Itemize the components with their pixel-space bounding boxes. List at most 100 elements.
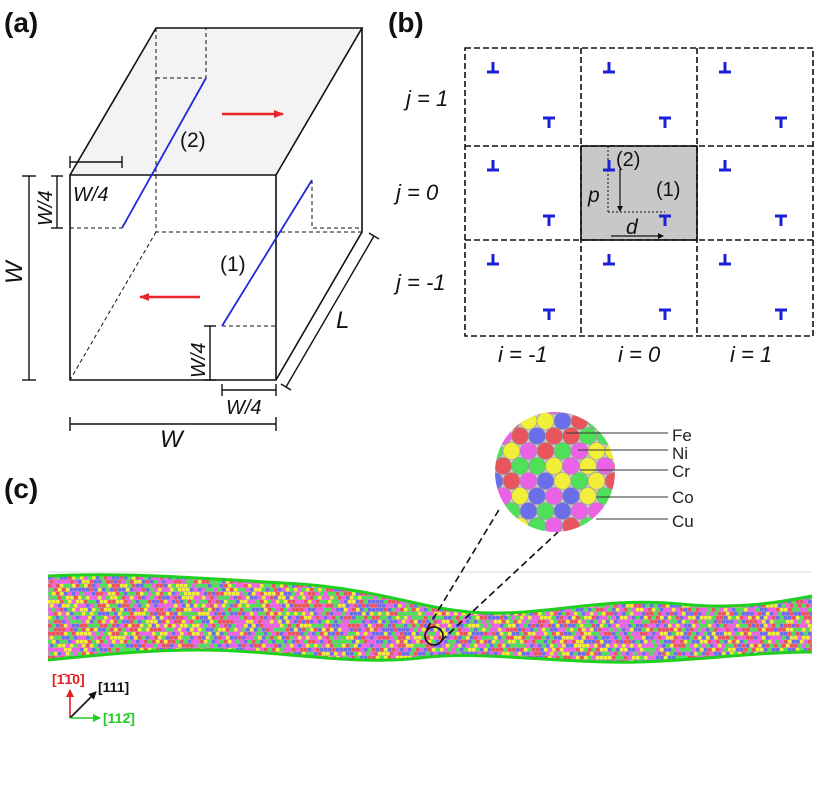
col-label-i0: i = 0 bbox=[618, 342, 661, 367]
atom bbox=[495, 518, 512, 535]
atom bbox=[563, 458, 580, 475]
atom bbox=[537, 443, 554, 460]
atom bbox=[597, 428, 614, 445]
atom bbox=[537, 413, 554, 430]
atom bbox=[580, 398, 597, 415]
crystal-axes bbox=[70, 690, 100, 718]
atom bbox=[563, 428, 580, 445]
atom bbox=[495, 458, 512, 475]
dislocation-symbol-lower bbox=[775, 118, 787, 128]
atom bbox=[597, 518, 614, 535]
atom bbox=[486, 503, 503, 520]
dislocation-symbol-lower bbox=[659, 310, 671, 320]
atom bbox=[512, 458, 529, 475]
atom bbox=[554, 443, 571, 460]
atom bbox=[478, 398, 495, 415]
atom bbox=[563, 518, 580, 535]
atom bbox=[478, 458, 495, 475]
atom bbox=[478, 428, 495, 445]
dislocation-symbol-upper bbox=[719, 160, 731, 170]
panel-label-b: (b) bbox=[388, 7, 424, 38]
atom bbox=[503, 413, 520, 430]
panel-label-c: (c) bbox=[4, 473, 38, 504]
atom bbox=[529, 518, 546, 535]
atom bbox=[512, 518, 529, 535]
atom bbox=[503, 443, 520, 460]
dislocation-symbol-lower bbox=[543, 216, 555, 226]
atom bbox=[597, 458, 614, 475]
width-label: W bbox=[1, 259, 28, 284]
dislocation-symbol-upper bbox=[603, 62, 615, 72]
atom bbox=[563, 398, 580, 415]
atom bbox=[597, 398, 614, 415]
atom bbox=[614, 458, 631, 475]
top-left-quarter-label: W/4 bbox=[35, 190, 57, 226]
atom bbox=[588, 443, 605, 460]
legend-cr: Cr bbox=[672, 462, 690, 481]
atom bbox=[580, 488, 597, 505]
atom bbox=[588, 473, 605, 490]
dislocation-symbol-upper bbox=[487, 62, 499, 72]
atom bbox=[571, 413, 588, 430]
atom bbox=[614, 518, 631, 535]
atom bbox=[546, 398, 563, 415]
atom bbox=[580, 458, 597, 475]
d-label: d bbox=[626, 216, 639, 239]
atom bbox=[554, 503, 571, 520]
dislocation-symbol-upper bbox=[487, 254, 499, 264]
p-label: p bbox=[587, 184, 600, 207]
dislocation-2-label: (2) bbox=[180, 129, 206, 152]
row-label-jm1: j = -1 bbox=[393, 270, 446, 295]
cell-dislocation-2-label: (2) bbox=[616, 149, 640, 171]
dislocation-1-label: (1) bbox=[220, 253, 246, 276]
atom bbox=[495, 398, 512, 415]
atom bbox=[605, 503, 622, 520]
atom bbox=[554, 473, 571, 490]
atom bbox=[605, 413, 622, 430]
dislocation-symbol-lower bbox=[543, 310, 555, 320]
legend-fe: Fe bbox=[672, 426, 692, 445]
dislocation-symbol-lower bbox=[775, 216, 787, 226]
bottom-horizontal-quarter-label: W/4 bbox=[226, 397, 262, 419]
atom bbox=[605, 473, 622, 490]
atom bbox=[495, 428, 512, 445]
atom bbox=[614, 398, 631, 415]
dislocation-symbol-lower bbox=[659, 118, 671, 128]
atom bbox=[512, 428, 529, 445]
legend-co: Co bbox=[672, 488, 694, 507]
dislocation-symbol-upper bbox=[603, 254, 615, 264]
atom bbox=[580, 518, 597, 535]
atom bbox=[512, 488, 529, 505]
atom bbox=[546, 428, 563, 445]
atom bbox=[520, 473, 537, 490]
atom bbox=[571, 443, 588, 460]
dislocation-symbol-lower bbox=[775, 310, 787, 320]
row-label-j0: j = 0 bbox=[393, 180, 439, 205]
atom bbox=[529, 428, 546, 445]
panel-a-box: (2) (1) bbox=[70, 28, 362, 380]
atom bbox=[486, 443, 503, 460]
atom bbox=[503, 473, 520, 490]
atom bbox=[495, 488, 512, 505]
atom bbox=[588, 413, 605, 430]
top-quarter-label: W/4 bbox=[73, 184, 109, 206]
atom bbox=[597, 488, 614, 505]
legend-cu: Cu bbox=[672, 512, 694, 531]
atom bbox=[580, 428, 597, 445]
depth-label: L bbox=[336, 307, 349, 334]
bottom-width-label: W bbox=[160, 426, 185, 453]
row-label-j1: j = 1 bbox=[403, 86, 448, 111]
atom bbox=[503, 503, 520, 520]
dislocation-symbol-upper bbox=[719, 254, 731, 264]
atom bbox=[546, 458, 563, 475]
atom bbox=[546, 488, 563, 505]
atom bbox=[614, 488, 631, 505]
axis-label-diagonal: [111] bbox=[98, 679, 129, 695]
axis-label-vertical: [1̄1̄0] bbox=[52, 671, 85, 687]
atom bbox=[537, 503, 554, 520]
atom bbox=[571, 503, 588, 520]
panel-label-a: (a) bbox=[4, 7, 38, 38]
zoom-circle bbox=[478, 398, 631, 535]
